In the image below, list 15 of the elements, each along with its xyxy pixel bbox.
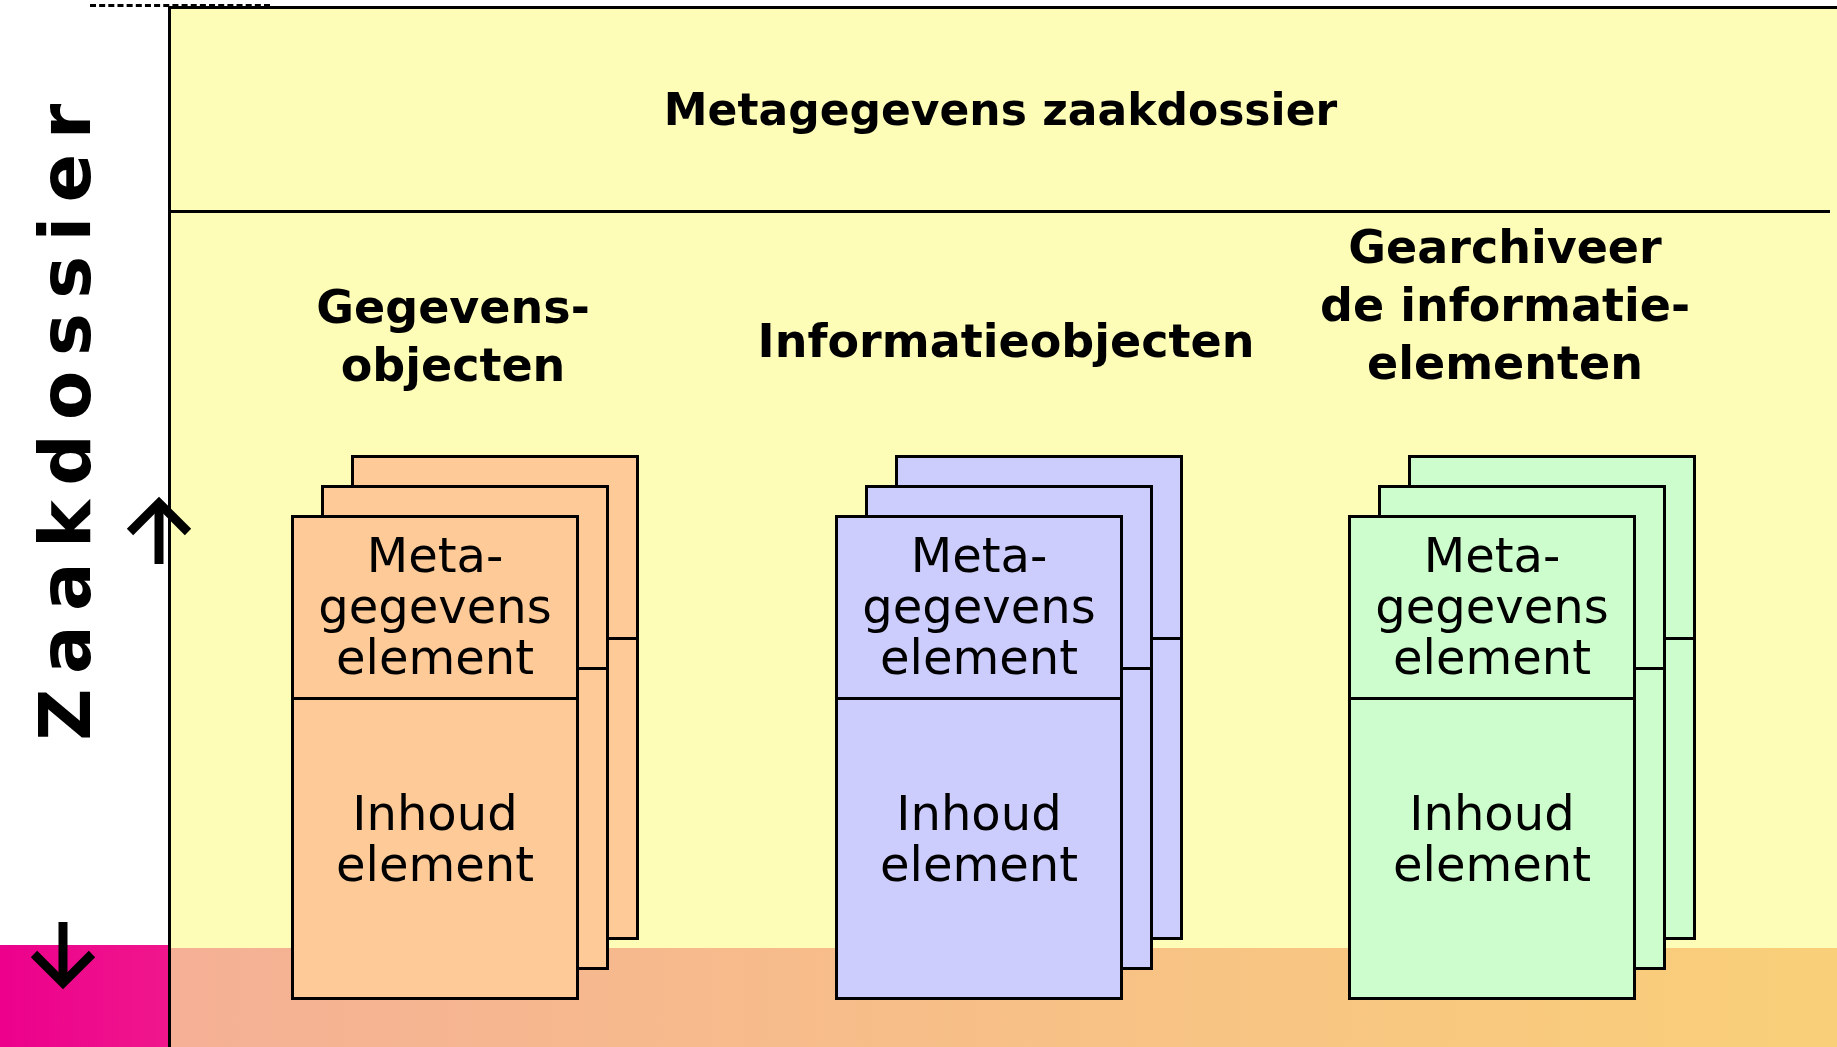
card-text: Meta- gegevens element <box>1374 529 1610 683</box>
card-stack <box>835 455 1183 1000</box>
card-text: Inhoud element <box>335 787 535 890</box>
header-text: Metagegevens zaakdossier <box>663 84 1338 135</box>
column-heading: Informatieobjecten <box>756 313 1256 370</box>
card-stack <box>1348 455 1696 1000</box>
vertical-title: Zaakdossier <box>22 88 108 743</box>
card-text: Inhoud element <box>879 787 1079 890</box>
card-stack <box>291 455 639 1000</box>
card-text: Meta- gegevens element <box>317 529 553 683</box>
card-text: Inhoud element <box>1392 787 1592 890</box>
dossier-box <box>168 6 1837 1047</box>
column-heading: Gegevens- objecten <box>315 279 591 394</box>
card-text: Meta- gegevens element <box>861 529 1097 683</box>
column-heading: Gearchiveer de informatie- elementen <box>1319 219 1691 392</box>
